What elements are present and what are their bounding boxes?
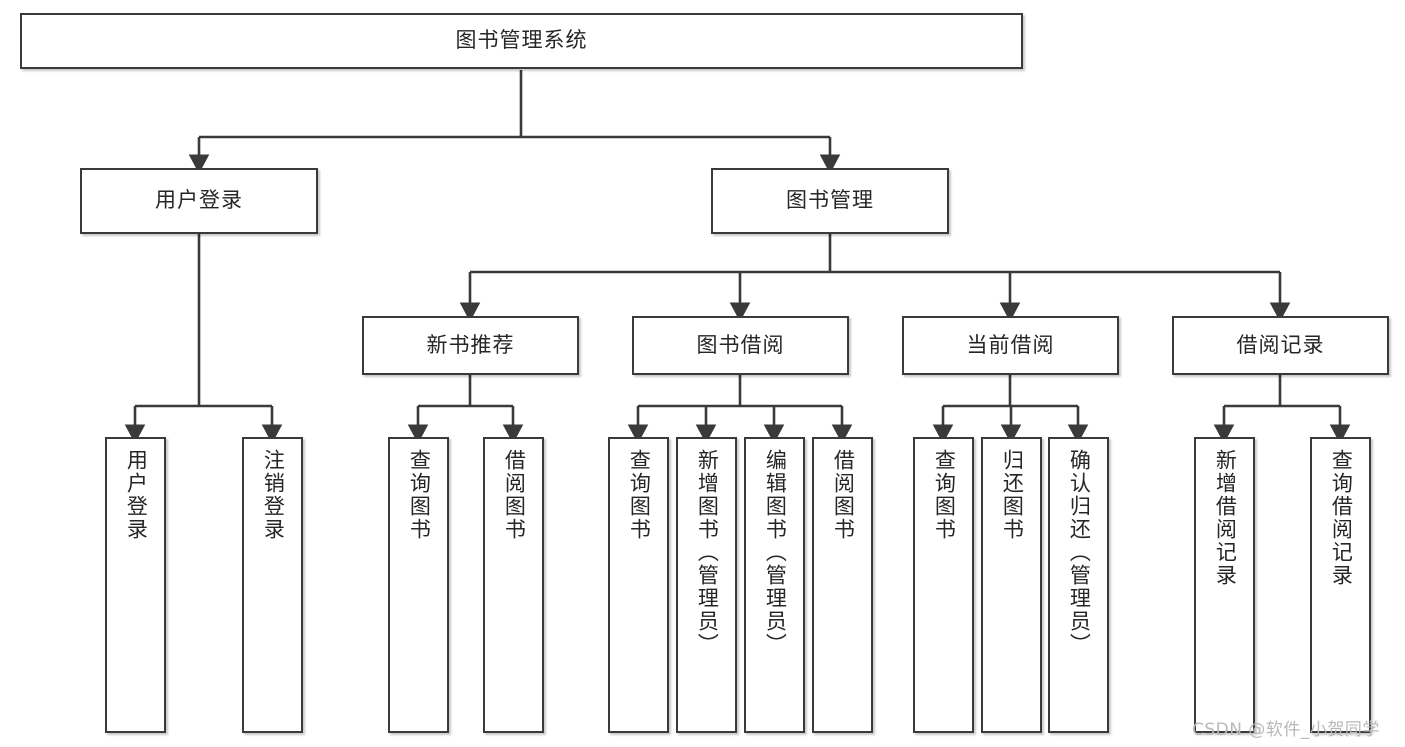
node-new-book-recommend-label: 新书推荐 <box>426 332 515 357</box>
node-leaf-edit-book[interactable]: 编辑图书（管理员） <box>744 437 805 733</box>
node-book-management[interactable]: 图书管理 <box>711 168 949 234</box>
node-leaf-borrow-book-2[interactable]: 借阅图书 <box>812 437 873 733</box>
node-leaf-add-record-label: 新增借阅记录 <box>1213 449 1238 587</box>
node-borrow-records[interactable]: 借阅记录 <box>1172 316 1389 375</box>
node-leaf-logout-login[interactable]: 注销登录 <box>242 437 303 733</box>
node-book-management-label: 图书管理 <box>786 188 874 213</box>
node-user-login[interactable]: 用户登录 <box>80 168 318 234</box>
node-leaf-add-book-label: 新增图书（管理员） <box>695 449 720 656</box>
node-leaf-query-book-1-label: 查询图书 <box>407 449 432 541</box>
user-login-to-leaves-connectors <box>124 234 283 444</box>
node-leaf-borrow-book-1-label: 借阅图书 <box>502 449 527 541</box>
node-borrow-records-label: 借阅记录 <box>1236 332 1325 357</box>
node-current-borrow-label: 当前借阅 <box>966 332 1055 357</box>
root-to-level2-connectors <box>188 70 841 174</box>
current-borrow-to-leaves-connectors <box>932 375 1089 444</box>
node-user-login-label: 用户登录 <box>155 188 243 213</box>
node-current-borrow[interactable]: 当前借阅 <box>902 316 1119 375</box>
node-leaf-confirm-return-label: 确认归还（管理员） <box>1067 449 1092 656</box>
node-book-borrow-label: 图书借阅 <box>696 332 785 357</box>
node-leaf-user-login[interactable]: 用户登录 <box>105 437 166 733</box>
new-book-to-leaves-connectors <box>407 375 524 444</box>
node-leaf-add-record[interactable]: 新增借阅记录 <box>1194 437 1255 733</box>
node-leaf-return-book[interactable]: 归还图书 <box>981 437 1042 733</box>
node-leaf-query-book-3[interactable]: 查询图书 <box>913 437 974 733</box>
node-root-label: 图书管理系统 <box>455 28 588 53</box>
node-new-book-recommend[interactable]: 新书推荐 <box>362 316 579 375</box>
node-root[interactable]: 图书管理系统 <box>20 13 1023 69</box>
node-book-borrow[interactable]: 图书借阅 <box>632 316 849 375</box>
node-leaf-user-login-label: 用户登录 <box>124 449 149 541</box>
node-leaf-query-book-3-label: 查询图书 <box>932 449 957 541</box>
node-leaf-query-book-1[interactable]: 查询图书 <box>388 437 449 733</box>
node-leaf-query-record[interactable]: 查询借阅记录 <box>1310 437 1371 733</box>
node-leaf-borrow-book-2-label: 借阅图书 <box>831 449 856 541</box>
borrow-records-to-leaves-connectors <box>1213 375 1351 444</box>
node-leaf-edit-book-label: 编辑图书（管理员） <box>763 449 788 656</box>
node-leaf-query-book-2[interactable]: 查询图书 <box>608 437 669 733</box>
csdn-watermark: CSDN @软件_小贺同学 <box>1192 720 1380 740</box>
book-borrow-to-leaves-connectors <box>627 375 853 444</box>
node-leaf-return-book-label: 归还图书 <box>1000 449 1025 541</box>
node-leaf-borrow-book-1[interactable]: 借阅图书 <box>483 437 544 733</box>
node-leaf-add-book[interactable]: 新增图书（管理员） <box>676 437 737 733</box>
node-leaf-query-book-2-label: 查询图书 <box>627 449 652 541</box>
book-management-to-level3-connectors <box>459 234 1291 322</box>
node-leaf-logout-login-label: 注销登录 <box>261 449 286 541</box>
node-leaf-confirm-return[interactable]: 确认归还（管理员） <box>1048 437 1109 733</box>
node-leaf-query-record-label: 查询借阅记录 <box>1329 449 1354 587</box>
